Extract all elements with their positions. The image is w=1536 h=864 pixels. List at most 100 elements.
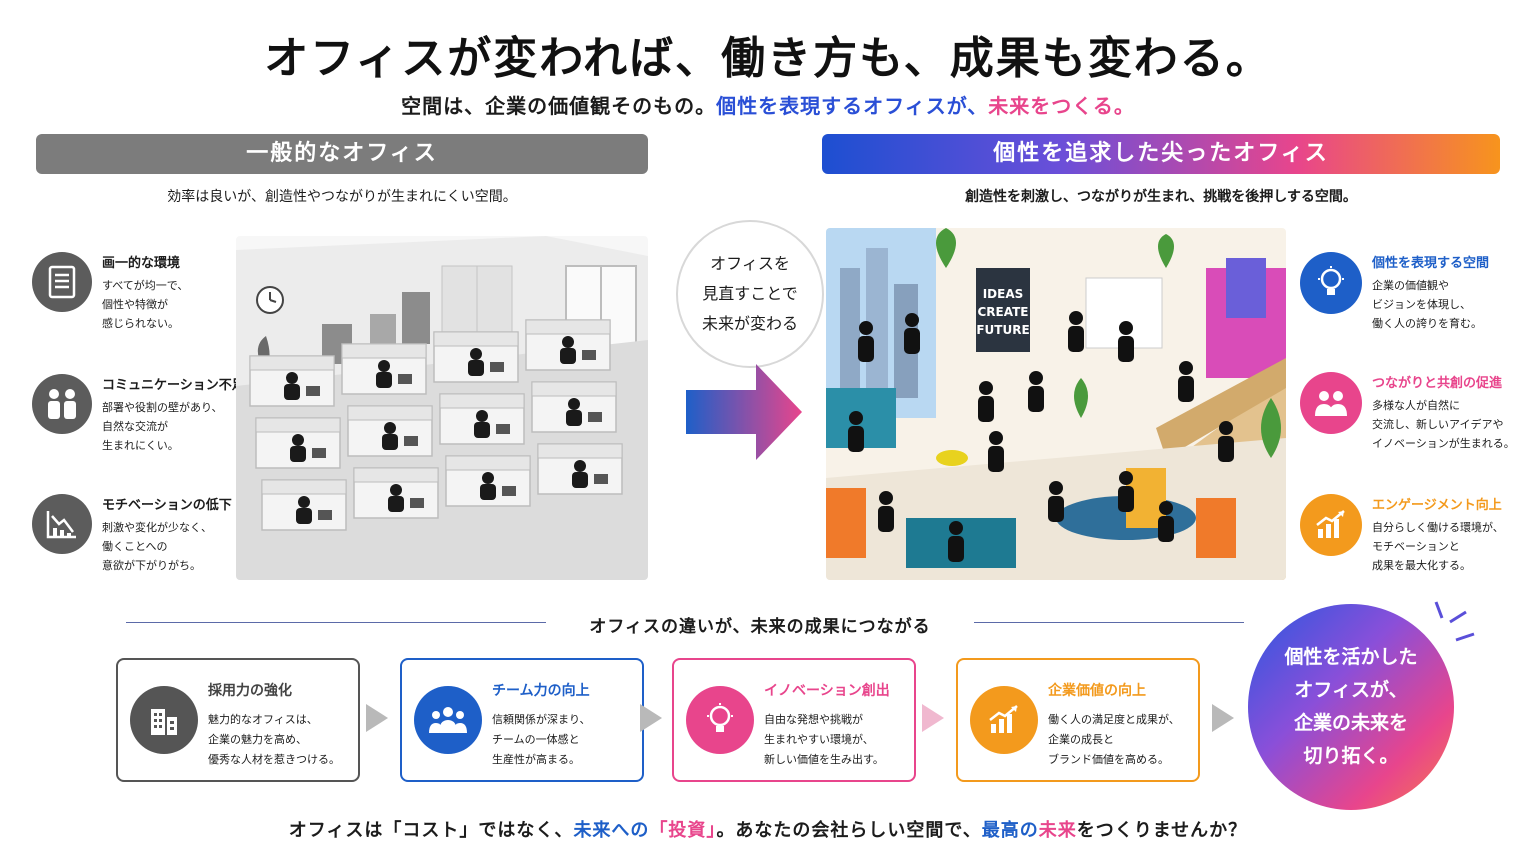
worker-body: [382, 434, 398, 450]
person-body: [1118, 336, 1134, 362]
page-subtitle: 空間は、企業の価値観そのもの。個性を表現するオフィスが、未来をつくる。: [0, 90, 1536, 119]
worker-chair: [502, 486, 516, 496]
worker-body: [296, 508, 312, 524]
worker-body: [468, 360, 484, 376]
person-body: [948, 536, 964, 562]
chevron-right-icon: [640, 704, 662, 732]
building-icon: [130, 686, 198, 754]
person-head: [859, 321, 873, 335]
feature-desc: 自分らしく働ける環境が、 モチベーションと 成果を最大化する。: [1372, 521, 1504, 572]
lightbulb-icon: [1300, 252, 1362, 314]
feature-desc: 部署や役割の壁があり、 自然な交流が 生まれにくい。: [102, 401, 223, 452]
worker-chair: [490, 362, 504, 372]
feature-title: コミュニケーション不足: [102, 378, 245, 393]
poster-line: CREATE: [978, 305, 1029, 319]
worker-chair: [312, 448, 326, 458]
unique-office-illustration: IDEAS CREATE FUTURE: [826, 228, 1286, 580]
cubicle-partition: [537, 443, 623, 459]
person-head: [905, 313, 919, 327]
emphasis-lines-icon: [1430, 598, 1480, 658]
card-innovation: イノベーション創出 自由な発想や挑戦が 生まれやすい環境が、 新しい価値を生み出…: [672, 658, 916, 782]
footer-part: 。あなたの会社らしい空間で、: [716, 820, 982, 841]
person-body: [978, 396, 994, 422]
feature-title: つながりと共創の促進: [1372, 376, 1503, 391]
cubicle-partition: [445, 455, 531, 471]
footer-part-highlight: 最高の: [981, 820, 1039, 841]
footer-part: をつくりませんか？: [1076, 820, 1248, 841]
page-title: オフィスが変われば、働き方も、成果も変わる。: [264, 33, 1272, 84]
worker-head: [482, 472, 494, 484]
worker-chair: [318, 510, 332, 520]
person-body: [988, 446, 1004, 472]
poster-line: IDEAS: [983, 287, 1024, 301]
footer-part-highlight: 未来への: [573, 820, 650, 841]
worker-head: [574, 460, 586, 472]
worker-body: [290, 446, 306, 462]
person-head: [1049, 481, 1063, 495]
card-desc: 信頼関係が深まり、 チームの一体感と 生産性が高まる。: [492, 713, 591, 766]
person-body: [1158, 516, 1174, 542]
general-office-description: 効率は良いが、創造性やつながりが生まれにくい空間。: [167, 189, 517, 205]
unique-office-description: 創造性を刺激し、つながりが生まれ、挑戦を後押しする空間。: [965, 189, 1357, 205]
subtitle-part-b: 個性を表現するオフィスが、: [716, 94, 989, 118]
cubicle-partition: [525, 319, 611, 335]
reframe-message-circle: オフィスを 見直すことで 未来が変わる: [676, 220, 824, 368]
worker-chair: [588, 412, 602, 422]
section-heading-general-office: 一般的なオフィス: [36, 134, 648, 174]
worker-body: [388, 496, 404, 512]
worker-chair: [582, 350, 596, 360]
person-body: [1028, 386, 1044, 412]
cubicle-partition: [249, 355, 335, 371]
person-head: [879, 491, 893, 505]
conventional-office-illustration: [236, 236, 648, 580]
worker-head: [470, 348, 482, 360]
divider-line-left: [126, 622, 546, 623]
card-corporate-value: 企業価値の向上 働く人の満足度と成果が、 企業の成長と ブランド価値を高める。: [956, 658, 1200, 782]
card-title: 採用力の強化: [208, 683, 292, 699]
worker-head: [298, 496, 310, 508]
cubicle-partition: [261, 479, 347, 495]
card-teamwork: チーム力の向上 信頼関係が深まり、 チームの一体感と 生産性が高まる。: [400, 658, 644, 782]
person-body: [904, 328, 920, 354]
person-body: [1218, 436, 1234, 462]
person-head: [1069, 311, 1083, 325]
footer-part-highlight: 「投資」: [649, 820, 717, 841]
worker-body: [566, 410, 582, 426]
section-heading-unique-office: 個性を追求した尖ったオフィス: [822, 134, 1500, 174]
chevron-right-icon: [922, 704, 944, 732]
worker-head: [476, 410, 488, 422]
worker-body: [376, 372, 392, 388]
person-head: [1219, 421, 1233, 435]
subtitle-part-c: 未来をつくる。: [988, 94, 1135, 118]
person-head: [989, 431, 1003, 445]
footer-part: オフィスは「コスト」ではなく、: [288, 820, 574, 841]
subtitle-part-a: 空間は、企業の価値観そのもの。: [401, 94, 717, 118]
worker-head: [390, 484, 402, 496]
feature-desc: 刺激や変化が少なく、 働くことへの 意欲が下がりがち。: [102, 521, 212, 572]
cubicle-partition: [347, 405, 433, 421]
worker-chair: [398, 374, 412, 384]
worker-chair: [594, 474, 608, 484]
poster-line: FUTURE: [976, 323, 1029, 337]
person-body: [1118, 486, 1134, 512]
person-head: [1159, 501, 1173, 515]
growth-chart-icon: [1300, 494, 1362, 556]
declining-chart-icon: [32, 494, 92, 554]
worker-head: [384, 422, 396, 434]
conclusion-circle: 個性を活かした オフィスが、 企業の未来を 切り拓く。: [1248, 604, 1454, 810]
worker-body: [572, 472, 588, 488]
person-head: [949, 521, 963, 535]
person-body: [858, 336, 874, 362]
person-body: [1178, 376, 1194, 402]
worker-body: [480, 484, 496, 500]
feature-title: モチベーションの低下: [102, 498, 232, 513]
feature-desc: 企業の価値観や ビジョンを体現し、 働く人の誇りを育む。: [1372, 279, 1482, 330]
card-recruiting: 採用力の強化 魅力的なオフィスは、 企業の魅力を高め、 優秀な人材を惹きつける。: [116, 658, 360, 782]
person-body: [1068, 326, 1084, 352]
worker-head: [378, 360, 390, 372]
footer-message: オフィスは「コスト」ではなく、未来への「投資」。あなたの会社らしい空間で、最高の…: [0, 816, 1536, 842]
person-head: [849, 411, 863, 425]
card-title: チーム力の向上: [492, 683, 590, 699]
worker-chair: [404, 436, 418, 446]
cubicle-partition: [433, 331, 519, 347]
